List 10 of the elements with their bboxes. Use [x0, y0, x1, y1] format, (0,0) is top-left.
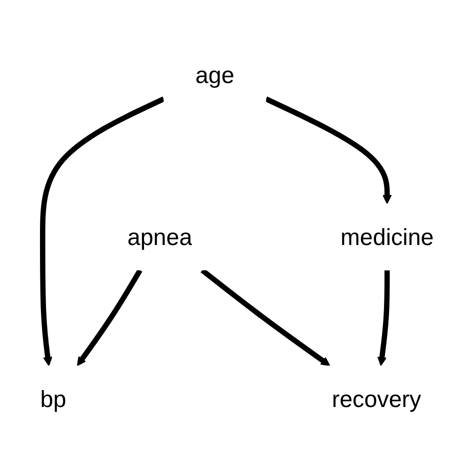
arrow	[76, 269, 142, 366]
arrow	[200, 268, 330, 366]
node-text: recovery	[332, 386, 422, 412]
node-text: medicine	[340, 224, 434, 250]
arrow	[40, 96, 165, 366]
node-text: apnea	[127, 224, 192, 250]
node-text: age	[195, 62, 234, 88]
arrow	[264, 96, 392, 204]
arrow	[377, 270, 390, 366]
node-text: bp	[40, 386, 66, 412]
